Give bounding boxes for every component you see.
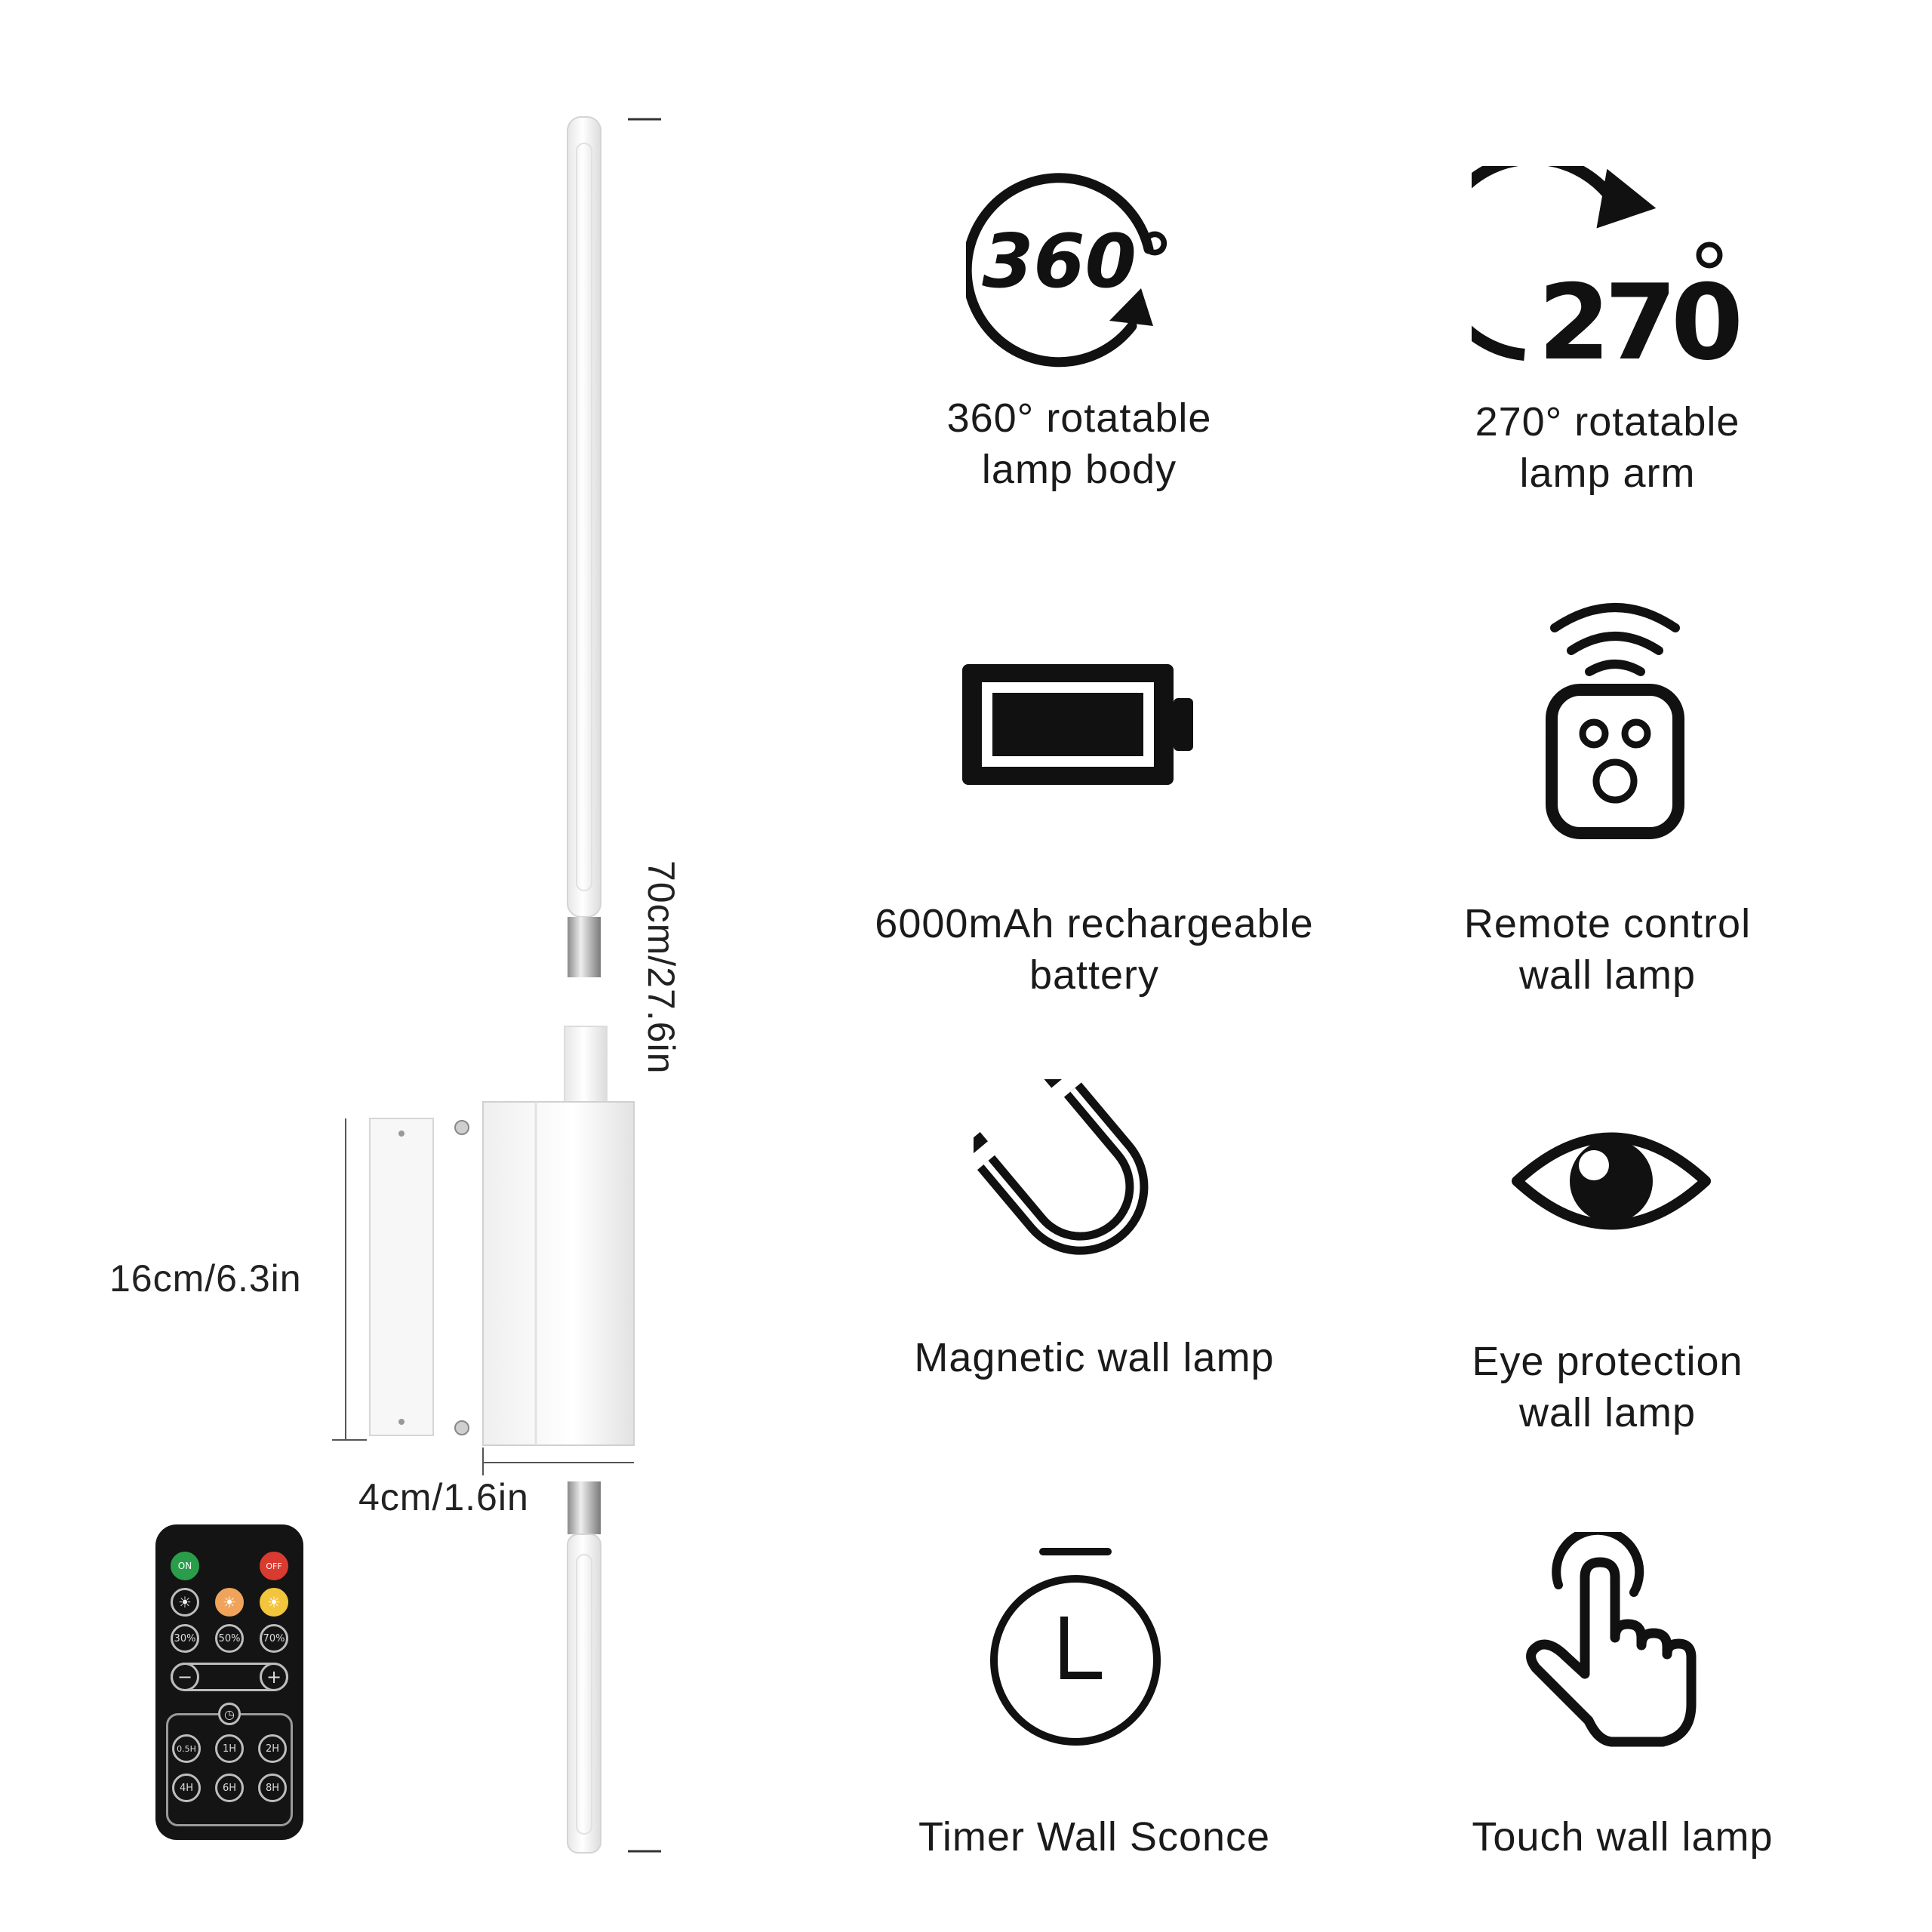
feature-magnetic-label: Magnetic wall lamp <box>914 1335 1275 1380</box>
timer-8h-button: 8H <box>258 1774 287 1802</box>
feature-270-label: 270° rotatable lamp arm <box>1475 399 1740 496</box>
remote-on-button: ON <box>171 1552 199 1580</box>
timer-icon <box>990 1548 1161 1746</box>
feature-timer-label: Timer Wall Sconce <box>918 1814 1271 1860</box>
magnet-icon <box>974 1079 1149 1255</box>
remote-70-button: 70% <box>260 1624 288 1653</box>
rotate-360-icon: 360° <box>966 173 1174 368</box>
timer-05h-button: 0.5H <box>172 1734 201 1763</box>
feature-remote-label: Remote control wall lamp <box>1463 901 1752 998</box>
warm-sun-icon: ☀ <box>215 1588 244 1617</box>
timer-1h-button: 1H <box>215 1734 244 1763</box>
remote-50-button: 50% <box>215 1624 244 1653</box>
height-dimension-label: 70cm/27.6in <box>640 860 682 1075</box>
feature-battery-label: 6000mAh rechargeable battery <box>875 901 1314 998</box>
remote-plus-button: + <box>260 1663 288 1691</box>
remote-control: ON OFF ☀ ☀ ☀ 30% 50% 70% − + ◷ 0.5H 1H 2… <box>155 1524 303 1840</box>
remote-minus-button: − <box>171 1663 199 1691</box>
lamp-illustration <box>332 116 661 1854</box>
svg-text:360°: 360° <box>982 219 1174 305</box>
sun-icon: ☀ <box>171 1588 199 1617</box>
remote-30-button: 30% <box>171 1624 199 1653</box>
remote-off-button: OFF <box>260 1552 288 1580</box>
svg-text:270: 270 <box>1538 262 1739 377</box>
yellow-sun-icon: ☀ <box>260 1588 288 1617</box>
feature-360-label: 360° rotatable lamp body <box>946 395 1212 492</box>
feature-touch-label: Touch wall lamp <box>1472 1814 1774 1860</box>
base-depth-label: 4cm/1.6in <box>358 1476 529 1518</box>
remote-control-icon <box>1546 603 1684 839</box>
eye-icon <box>1512 1132 1711 1230</box>
timer-2h-button: 2H <box>258 1734 287 1763</box>
clock-icon: ◷ <box>218 1703 241 1725</box>
timer-6h-button: 6H <box>215 1774 244 1802</box>
touch-hand-icon <box>1526 1532 1697 1747</box>
base-height-label: 16cm/6.3in <box>109 1257 302 1300</box>
timer-4h-button: 4H <box>172 1774 201 1802</box>
feature-eye-label: Eye protection wall lamp <box>1472 1339 1743 1435</box>
battery-icon <box>962 664 1193 785</box>
rotate-270-icon: 270 <box>1472 166 1743 377</box>
timer-panel <box>166 1713 293 1826</box>
